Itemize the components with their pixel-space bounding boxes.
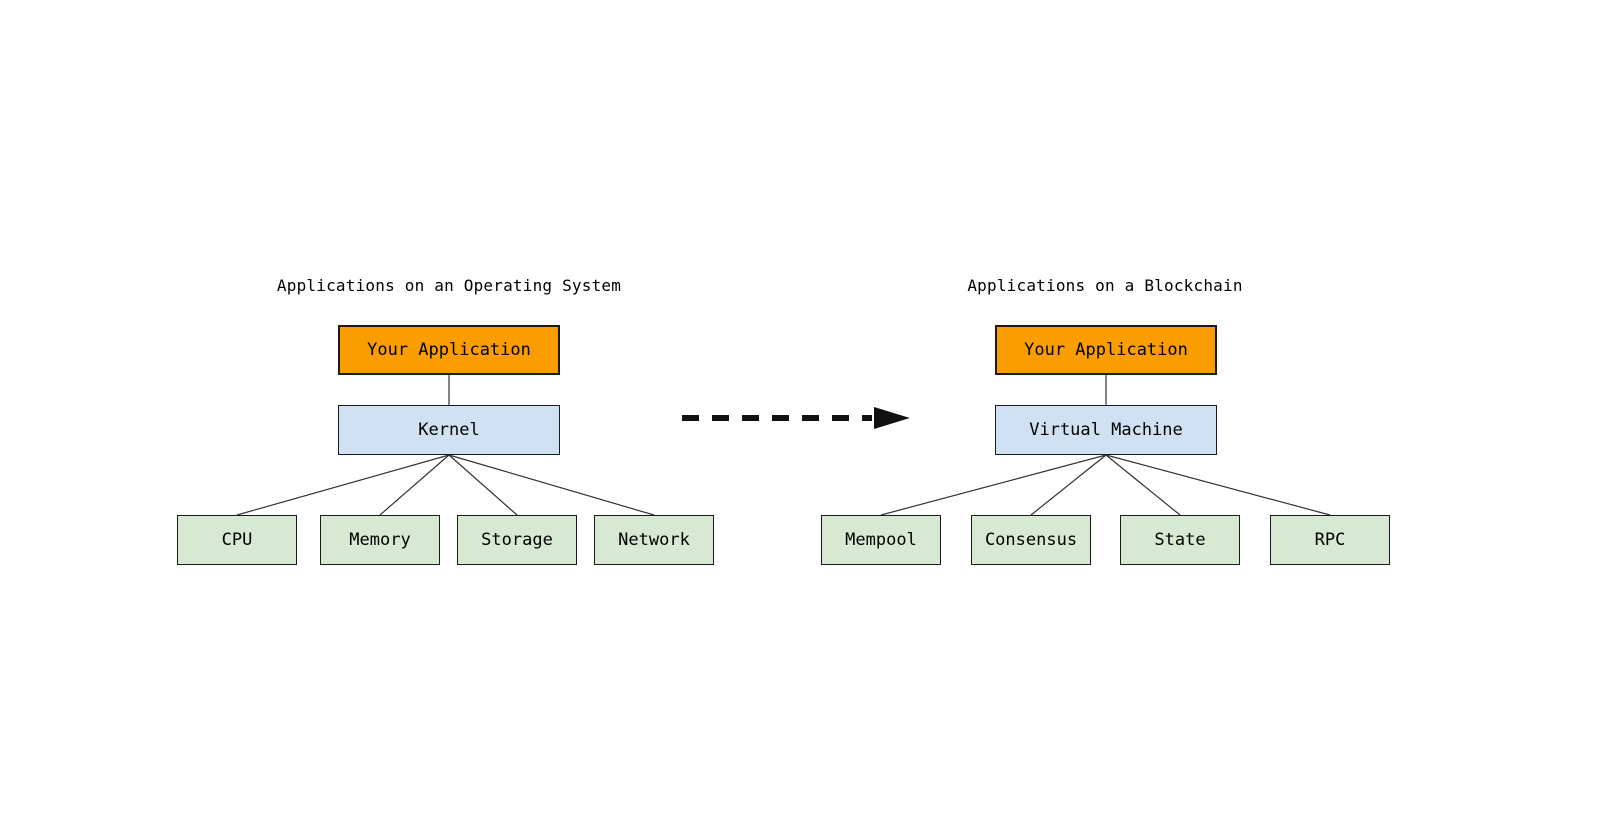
transformation-arrow xyxy=(682,407,910,429)
left-your-application-box: Your Application xyxy=(338,325,560,375)
right-your-application-box: Your Application xyxy=(995,325,1217,375)
left-diagram-title: Applications on an Operating System xyxy=(276,276,622,295)
network-box: Network xyxy=(594,515,714,565)
memory-box: Memory xyxy=(320,515,440,565)
virtual-machine-box: Virtual Machine xyxy=(995,405,1217,455)
edge-vm-to-consensus xyxy=(1030,454,1107,516)
state-box: State xyxy=(1120,515,1240,565)
edge-kernel-to-network xyxy=(448,454,655,516)
mempool-box: Mempool xyxy=(821,515,941,565)
edge-kernel-to-cpu xyxy=(236,454,450,516)
edge-kernel-to-memory xyxy=(379,454,450,516)
right-tree-edges xyxy=(880,375,1331,516)
right-diagram-title: Applications on a Blockchain xyxy=(967,276,1243,295)
storage-box: Storage xyxy=(457,515,577,565)
arrow-head-icon xyxy=(874,407,910,429)
kernel-box: Kernel xyxy=(338,405,560,455)
edge-vm-to-mempool xyxy=(880,454,1107,516)
edge-kernel-to-storage xyxy=(448,454,518,516)
consensus-box: Consensus xyxy=(971,515,1091,565)
edge-vm-to-state xyxy=(1105,454,1181,516)
rpc-box: RPC xyxy=(1270,515,1390,565)
cpu-box: CPU xyxy=(177,515,297,565)
left-tree-edges xyxy=(236,375,655,516)
edge-vm-to-rpc xyxy=(1105,454,1331,516)
